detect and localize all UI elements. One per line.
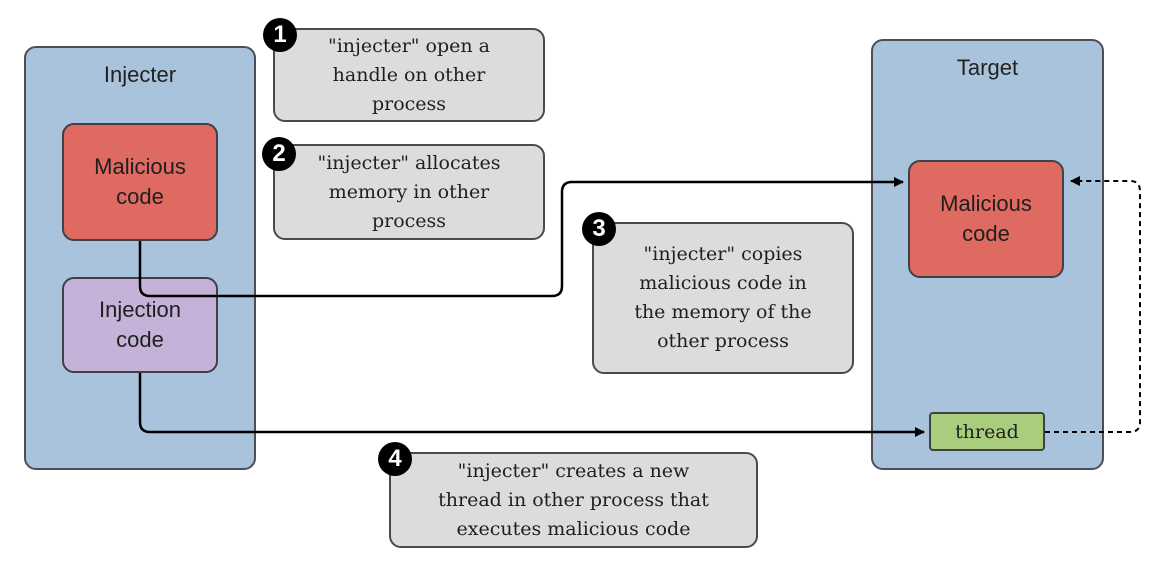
injecter-title: Injecter xyxy=(103,62,177,87)
injecter-malicious-code: Malicious code xyxy=(62,123,218,241)
injecter-malicious-code-label: Malicious code xyxy=(94,154,186,209)
step-2-text: "injecter" allocates memory in other pro… xyxy=(317,151,501,232)
step-1-number: 1 xyxy=(273,21,287,48)
copy-code-connector xyxy=(138,177,904,298)
create-thread-connector xyxy=(138,373,925,437)
thread-executes-connector xyxy=(1045,176,1141,433)
step-3-number: 3 xyxy=(592,215,606,242)
target-malicious-code: Malicious code xyxy=(908,160,1064,278)
step-2-badge: 2 xyxy=(262,137,296,171)
step-4-badge: 4 xyxy=(378,442,412,476)
step-1-badge: 1 xyxy=(263,18,297,52)
step-4-note: "injecter" creates a new thread in other… xyxy=(389,452,758,548)
step-3-badge: 3 xyxy=(582,212,616,246)
target-title: Target xyxy=(956,55,1019,80)
injection-code-label: Injection code xyxy=(99,297,181,352)
target-malicious-code-label: Malicious code xyxy=(940,191,1032,246)
step-4-text: "injecter" creates a new thread in other… xyxy=(438,459,709,540)
step-2-number: 2 xyxy=(272,140,286,167)
step-2-note: "injecter" allocates memory in other pro… xyxy=(273,144,545,240)
step-3-text: "injecter" copies malicious code in the … xyxy=(634,243,812,352)
injection-code: Injection code xyxy=(62,277,218,373)
step-1-text: "injecter" open a handle on other proces… xyxy=(327,34,491,115)
thread-box: thread xyxy=(929,412,1045,451)
step-4-number: 4 xyxy=(388,445,402,472)
thread-label: thread xyxy=(955,420,1019,443)
step-3-note: "injecter" copies malicious code in the … xyxy=(592,222,854,374)
step-1-note: "injecter" open a handle on other proces… xyxy=(273,28,545,122)
